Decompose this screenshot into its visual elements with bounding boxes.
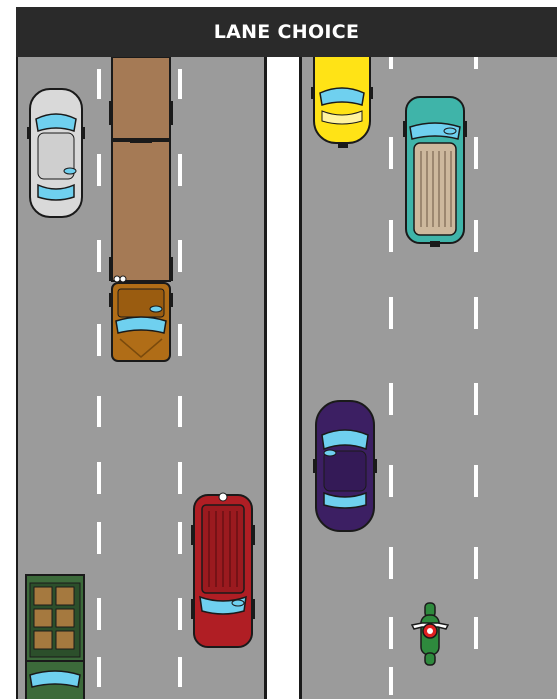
title-bar: LANE CHOICE: [16, 7, 557, 57]
median-divider: [264, 57, 302, 699]
game-title: LANE CHOICE: [214, 21, 360, 43]
red-suv: [191, 493, 255, 647]
road-left-edge: [16, 57, 18, 699]
median-edge-left: [264, 57, 267, 699]
road: [16, 57, 557, 699]
silver-sedan: [27, 89, 85, 217]
green-truck: [26, 575, 84, 699]
teal-suv: [403, 97, 467, 247]
yellow-sedan: [311, 57, 373, 148]
median-edge-right: [299, 57, 302, 699]
brown-truck: [109, 57, 173, 361]
purple-sedan: [313, 401, 377, 531]
